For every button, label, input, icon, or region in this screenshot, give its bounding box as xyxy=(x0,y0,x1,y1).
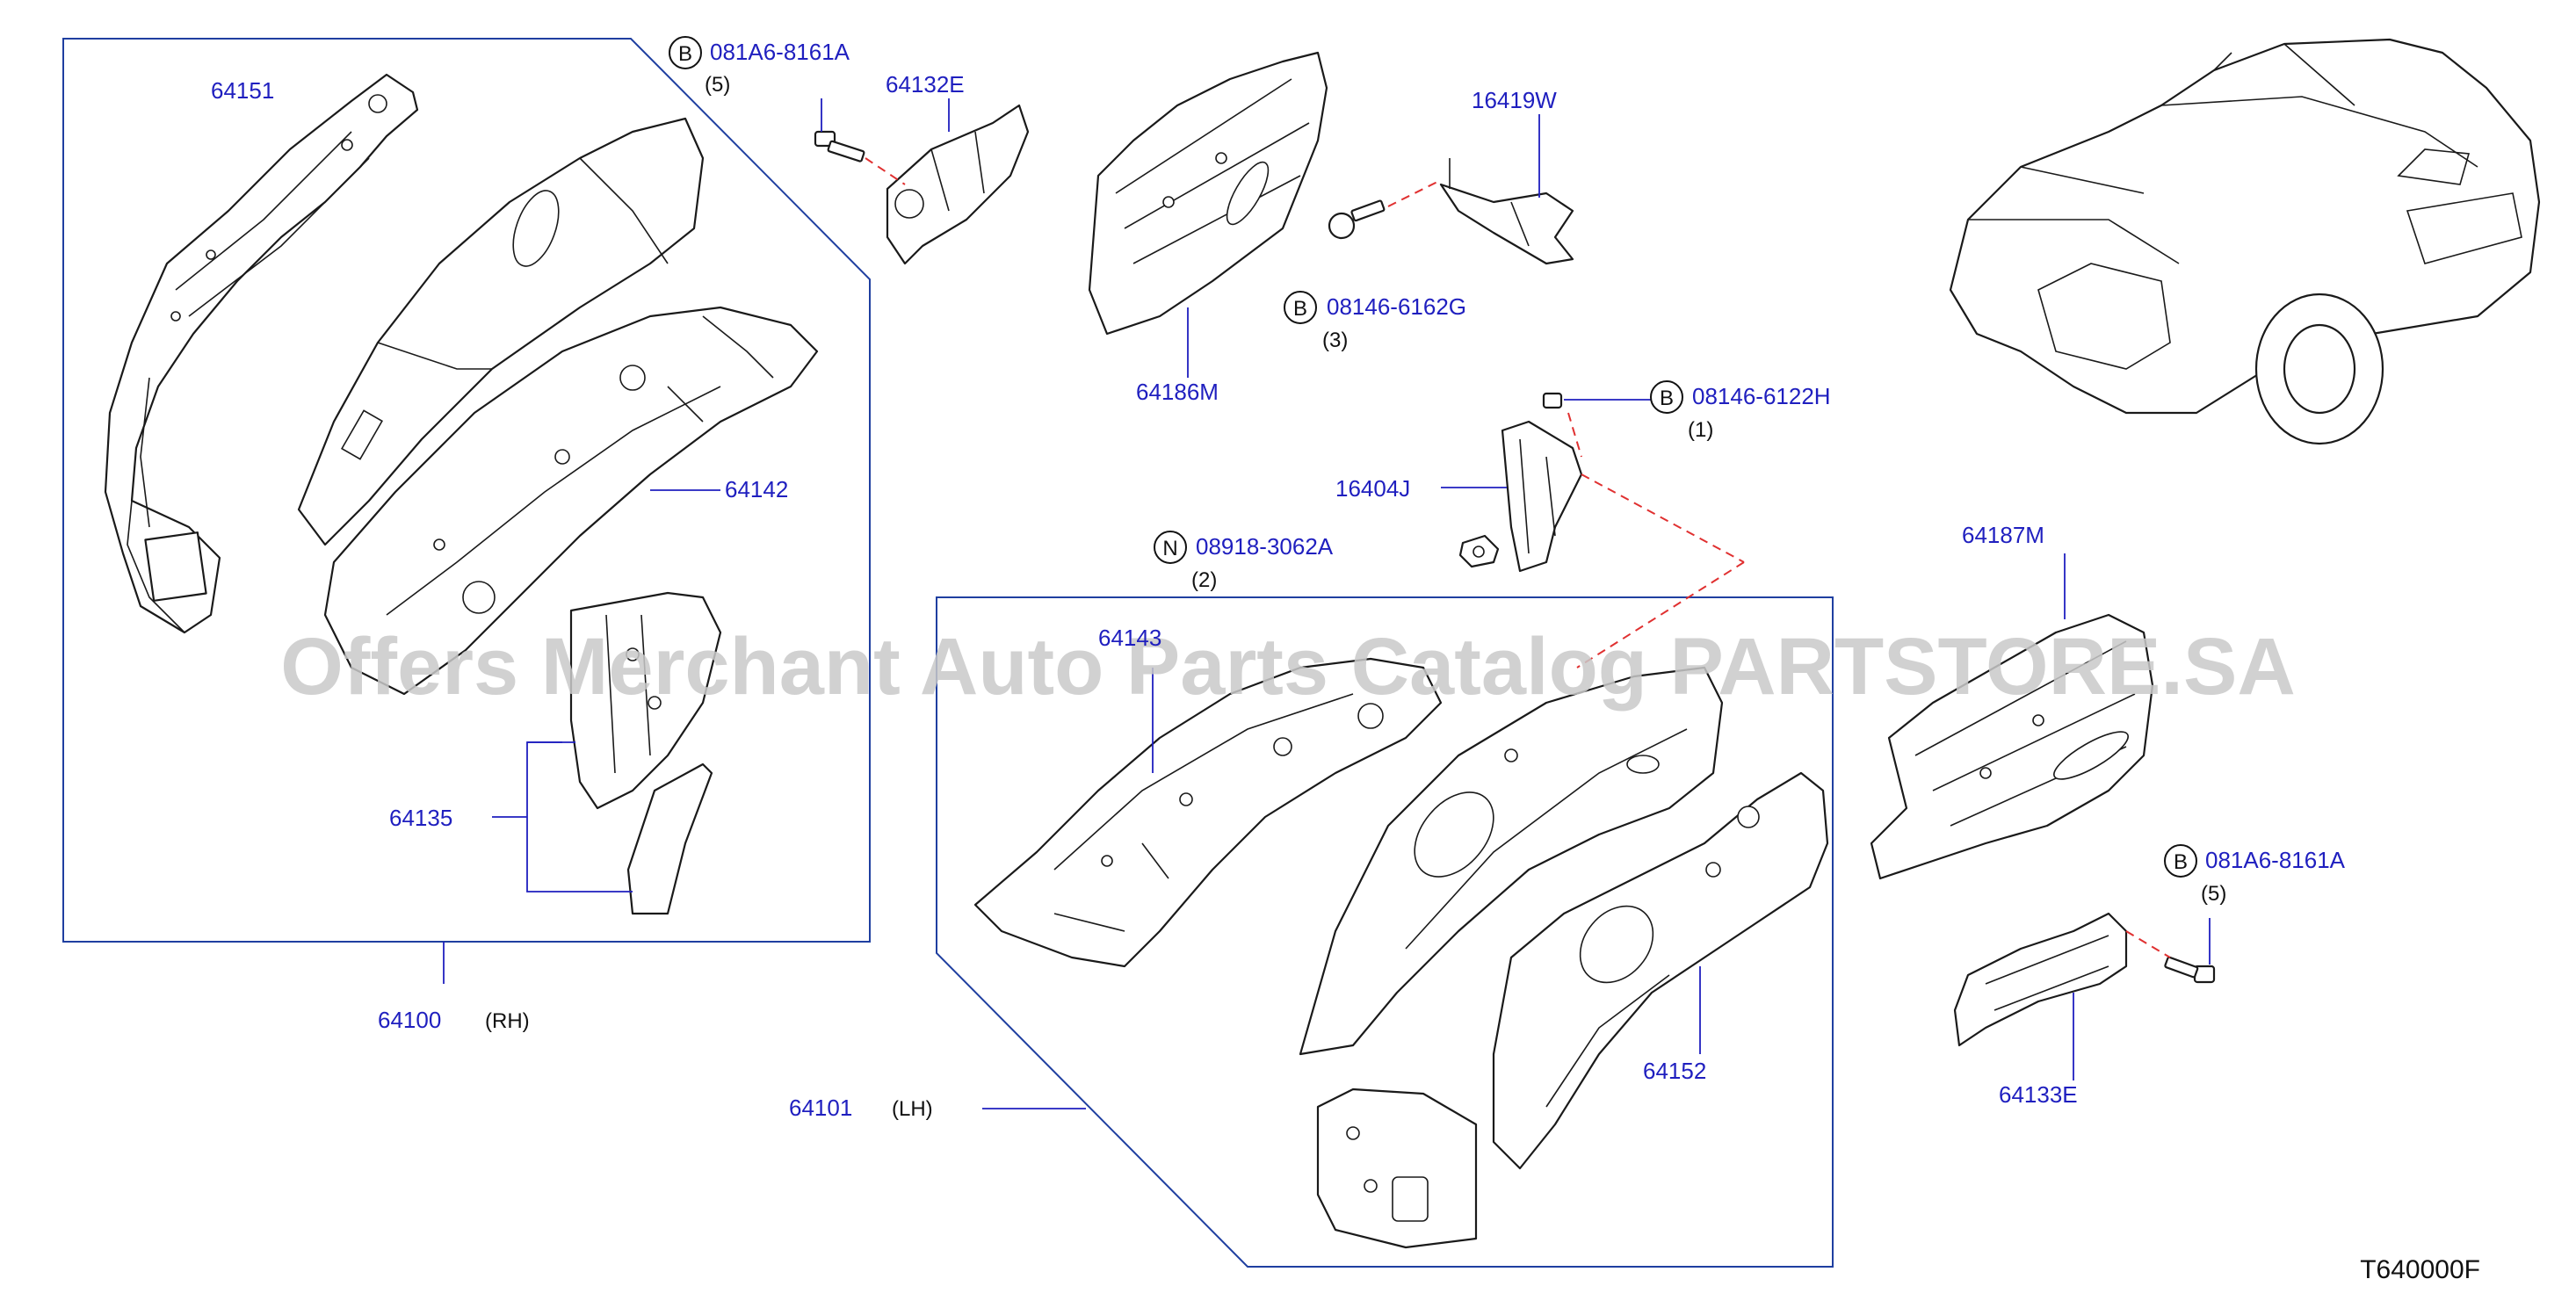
bolt-08146-6162g-drawing xyxy=(1328,179,1442,240)
label-16404j[interactable]: 16404J xyxy=(1335,475,1410,502)
label-64135[interactable]: 64135 xyxy=(389,805,452,831)
fastener-1-qty: (5) xyxy=(705,73,730,97)
part-64187m-drawing xyxy=(1870,553,2154,880)
fastener-1-prefix: B xyxy=(678,42,692,66)
part-64135-drawing xyxy=(492,591,722,915)
label-64132e[interactable]: 64132E xyxy=(886,71,965,98)
fastener-4-badge xyxy=(1154,531,1187,564)
fastener-3-part-no[interactable]: 08146-6122H xyxy=(1692,383,1831,409)
part-64133e-drawing xyxy=(1953,912,2128,1080)
bolt-081a6-8161a-rh-drawing xyxy=(814,98,906,185)
fastener-4-qty: (2) xyxy=(1191,568,1217,592)
label-64101-side: (LH) xyxy=(892,1097,933,1121)
label-64100[interactable]: 64100 xyxy=(378,1007,441,1033)
fastener-1-badge xyxy=(669,36,702,69)
fastener-5-badge xyxy=(2164,844,2197,878)
fastener-3-prefix: B xyxy=(1660,387,1674,410)
part-64186m-drawing xyxy=(1088,51,1328,378)
fastener-4-prefix: N xyxy=(1162,537,1177,560)
part-64152-drawing xyxy=(1316,771,1829,1249)
part-64132e-drawing xyxy=(886,104,1030,265)
fastener-5-prefix: B xyxy=(2174,850,2188,874)
part-16404j-drawing xyxy=(1441,420,1583,573)
fastener-5-qty: (5) xyxy=(2201,882,2226,906)
fastener-5[interactable]: B 081A6-8161A (5) xyxy=(2164,844,2346,906)
fastener-2-part-no[interactable]: 08146-6162G xyxy=(1327,293,1466,320)
fastener-1[interactable]: B 081A6-8161A (5) xyxy=(669,36,850,97)
part-64151-drawing xyxy=(104,73,419,634)
fastener-5-part-no[interactable]: 081A6-8161A xyxy=(2205,847,2346,873)
label-64186m[interactable]: 64186M xyxy=(1136,379,1219,405)
rh-group-frame xyxy=(62,38,871,943)
fastener-2-prefix: B xyxy=(1293,297,1307,321)
part-lh-hood-ledge-drawing xyxy=(1299,666,1724,1056)
fastener-2-qty: (3) xyxy=(1322,329,1348,352)
fastener-4[interactable]: N 08918-3062A (2) xyxy=(1154,531,1334,592)
label-64133e[interactable]: 64133E xyxy=(1999,1081,2078,1108)
vehicle-thumbnail xyxy=(1949,38,2541,445)
label-16419w[interactable]: 16419W xyxy=(1472,87,1557,113)
label-64187m[interactable]: 64187M xyxy=(1962,522,2044,548)
label-64143[interactable]: 64143 xyxy=(1098,625,1161,651)
bolt-08146-6122h-drawing xyxy=(1542,392,1652,458)
fastener-2-badge xyxy=(1284,291,1317,324)
fastener-3-badge xyxy=(1650,380,1683,414)
fastener-3-qty: (1) xyxy=(1688,418,1713,442)
label-64142[interactable]: 64142 xyxy=(725,476,788,502)
label-64100-side: (RH) xyxy=(485,1009,530,1033)
fastener-3[interactable]: B 08146-6122H (1) xyxy=(1650,380,1831,442)
watermark-text: Offers Merchant Auto Parts Catalog PARTS… xyxy=(280,622,2296,712)
bolt-081a6-8161a-lh-drawing xyxy=(2125,918,2216,984)
diagram-code: T640000F xyxy=(2360,1255,2480,1284)
part-64143-drawing xyxy=(973,657,1443,968)
fastener-1-part-no[interactable]: 081A6-8161A xyxy=(710,39,850,65)
part-16419w-drawing xyxy=(1439,114,1574,265)
label-64151[interactable]: 64151 xyxy=(211,77,274,104)
nut-08918-3062a-drawing xyxy=(1458,473,1745,668)
fastener-4-part-no[interactable]: 08918-3062A xyxy=(1196,533,1334,560)
part-64142-drawing xyxy=(297,117,819,696)
lh-group-frame xyxy=(936,596,1834,1268)
label-64101[interactable]: 64101 xyxy=(789,1095,852,1121)
label-64152[interactable]: 64152 xyxy=(1643,1058,1706,1084)
fastener-2[interactable]: B 08146-6162G (3) xyxy=(1284,291,1466,352)
